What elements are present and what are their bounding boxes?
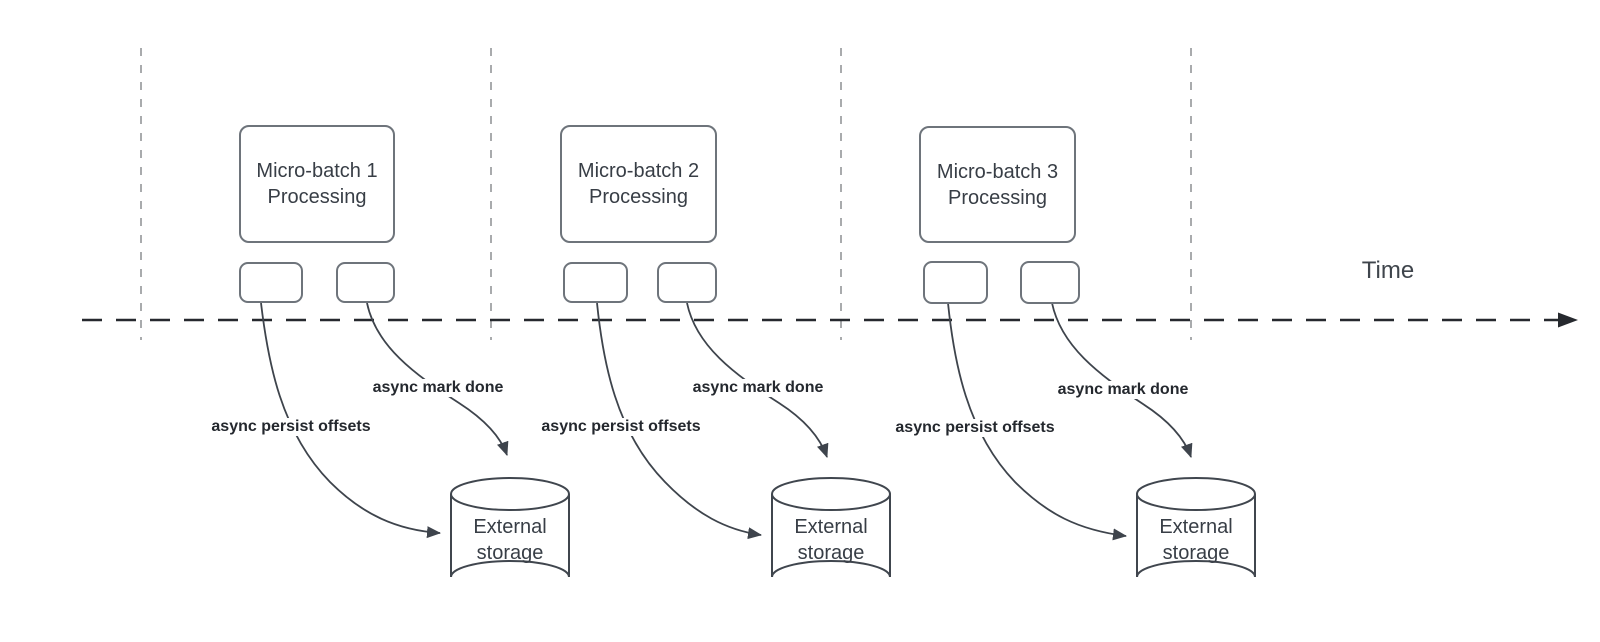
micro-batch-3-box: Micro-batch 3 Processing — [919, 126, 1076, 243]
persist-offsets-task-box-2 — [563, 262, 628, 303]
mark-done-arrow-3 — [1051, 302, 1193, 458]
persist-offsets-task-box-3 — [923, 261, 988, 304]
mark-done-label-1: async mark done — [369, 379, 507, 397]
persist-offsets-label-3: async persist offsets — [892, 419, 1058, 437]
persist-offsets-label-2: async persist offsets — [538, 418, 704, 436]
external-storage-cylinder-1 — [450, 477, 570, 578]
persist-offsets-label-1: async persist offsets — [208, 418, 374, 436]
persist-offsets-arrow-1 — [260, 302, 441, 539]
storage-label-2: External storage — [794, 516, 868, 564]
external-storage-cylinder-3 — [1136, 477, 1256, 578]
storage-label-3: External storage — [1159, 516, 1233, 564]
mark-done-label-3: async mark done — [1054, 381, 1192, 399]
time-axis-label: Time — [1361, 257, 1415, 284]
mark-done-task-box-3 — [1020, 261, 1080, 304]
time-axis-arrowhead-icon — [1558, 312, 1578, 328]
mark-done-task-box-2 — [657, 262, 717, 303]
persist-offsets-arrow-2 — [596, 302, 762, 540]
external-storage-cylinder-2 — [771, 477, 891, 578]
persist-offsets-arrow-3 — [947, 302, 1127, 541]
mark-done-task-box-1 — [336, 262, 395, 303]
mark-done-label-2: async mark done — [689, 379, 827, 397]
micro-batch-1-box: Micro-batch 1 Processing — [239, 125, 395, 243]
micro-batch-2-box: Micro-batch 2 Processing — [560, 125, 717, 243]
persist-offsets-task-box-1 — [239, 262, 303, 303]
storage-label-1: External storage — [473, 516, 547, 564]
